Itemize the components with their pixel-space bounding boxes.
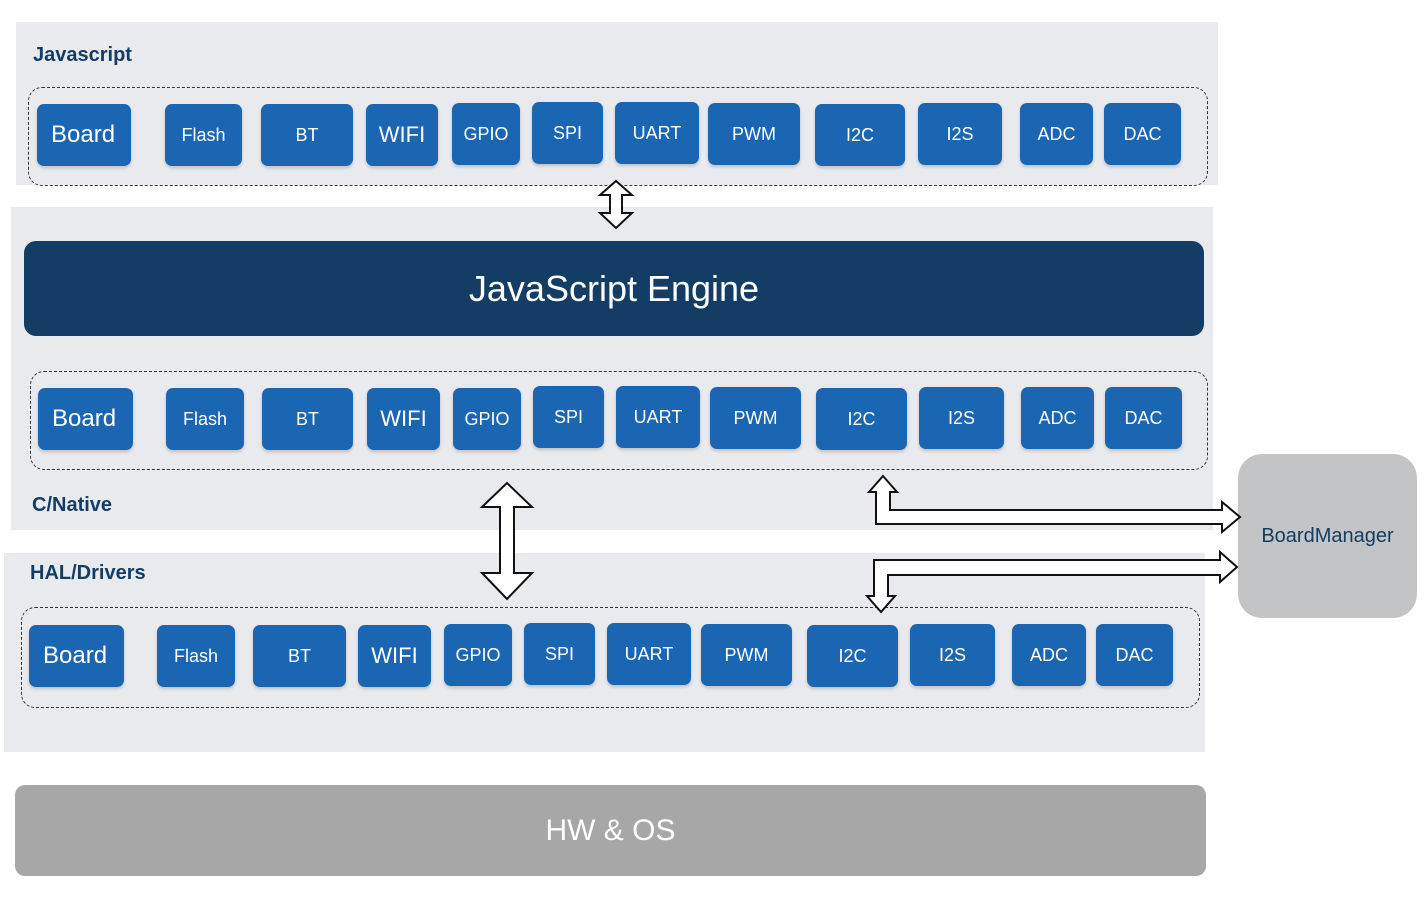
hal-module-group [21,607,1200,708]
js-module-adc[interactable]: ADC [1020,103,1093,165]
hal-module-wifi[interactable]: WIFI [358,625,431,687]
hal-module-spi[interactable]: SPI [524,623,595,685]
hal-module-adc[interactable]: ADC [1012,624,1086,686]
hw-os-block: HW & OS [15,785,1206,876]
js-module-wifi[interactable]: WIFI [366,104,438,166]
native-module-board[interactable]: Board [38,388,133,450]
js-module-flash[interactable]: Flash [165,104,242,166]
board-manager-block: BoardManager [1238,454,1417,618]
hal-module-uart[interactable]: UART [607,623,691,685]
hal-module-board[interactable]: Board [29,625,124,687]
native-i2c-to-boardmanager-arrow [866,474,1242,535]
native-module-bt[interactable]: BT [262,388,353,450]
native-module-adc[interactable]: ADC [1021,387,1094,449]
js-module-bt[interactable]: BT [261,104,353,166]
native-module-pwm[interactable]: PWM [710,387,801,449]
hal-module-pwm[interactable]: PWM [701,624,792,686]
native-module-i2s[interactable]: I2S [919,387,1004,449]
native-module-spi[interactable]: SPI [533,386,604,448]
native-module-i2c[interactable]: I2C [816,388,907,450]
javascript-engine-block: JavaScript Engine [24,241,1204,336]
hal-layer-label: HAL/Drivers [30,562,146,584]
js-module-gpio[interactable]: GPIO [452,103,520,165]
boardmanager-to-hal-i2c-arrow [864,549,1239,614]
native-module-uart[interactable]: UART [616,386,700,448]
js-module-uart[interactable]: UART [615,102,699,164]
native-module-dac[interactable]: DAC [1105,387,1182,449]
hal-module-dac[interactable]: DAC [1096,624,1173,686]
js-module-i2c[interactable]: I2C [815,104,905,166]
js-module-spi[interactable]: SPI [532,102,603,164]
native-module-wifi[interactable]: WIFI [367,388,440,450]
hal-module-flash[interactable]: Flash [157,625,235,687]
native-layer-label: C/Native [32,494,113,516]
js-module-dac[interactable]: DAC [1104,103,1181,165]
native-module-flash[interactable]: Flash [166,388,244,450]
js-module-i2s[interactable]: I2S [918,103,1002,165]
hal-module-bt[interactable]: BT [253,625,346,687]
js-engine-double-arrow [597,179,635,230]
hal-module-gpio[interactable]: GPIO [444,624,512,686]
hal-module-i2c[interactable]: I2C [807,625,898,687]
native-module-gpio[interactable]: GPIO [453,388,521,450]
native-module-group [30,371,1208,470]
javascript-layer-label: Javascript [33,44,132,66]
native-hal-double-arrow [479,481,535,601]
js-module-pwm[interactable]: PWM [708,103,800,165]
hal-module-i2s[interactable]: I2S [910,624,995,686]
js-module-board[interactable]: Board [37,104,131,166]
